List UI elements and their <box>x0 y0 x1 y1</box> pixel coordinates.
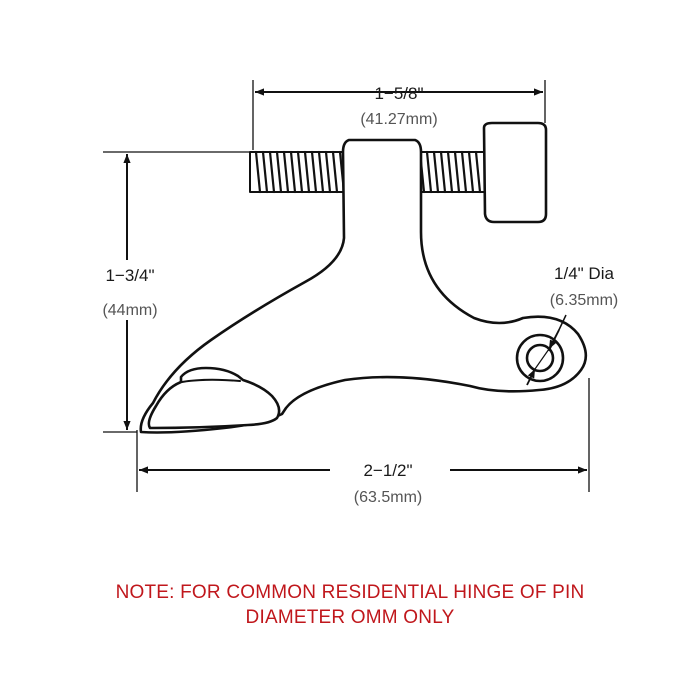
note-line-2: DIAMETER OMM ONLY <box>245 607 455 628</box>
height-label: 1−3/4" <box>105 266 154 285</box>
base-width-dimension: 2−1/2" (63.5mm) <box>136 378 590 506</box>
pin-diameter-arrow-top <box>548 329 560 350</box>
pin-diameter-dimension: 1/4" Dia (6.35mm) <box>550 264 618 309</box>
rubber-bumper <box>482 121 548 224</box>
rubber-foot-seam <box>181 378 241 383</box>
height-metric: (44mm) <box>102 302 157 319</box>
top-width-metric: (41.27mm) <box>360 111 437 128</box>
top-width-label: 1−5/8" <box>374 84 423 103</box>
base-width-label-background <box>330 455 450 481</box>
note-line-1: NOTE: FOR COMMON RESIDENTIAL HINGE OF PI… <box>115 582 585 603</box>
hinge-pin-stop-part <box>139 121 588 434</box>
pin-hole <box>525 343 555 373</box>
pin-diameter-leaders <box>526 314 567 386</box>
height-label-background <box>92 260 172 320</box>
height-dimension: 1−3/4" (44mm) <box>92 151 250 433</box>
pin-diameter-label: 1/4" Dia <box>554 264 614 283</box>
pin-diameter-arrow-bottom <box>526 368 536 386</box>
base-width-metric: (63.5mm) <box>354 489 422 506</box>
base-width-label: 2−1/2" <box>363 461 412 480</box>
pin-diameter-metric: (6.35mm) <box>550 292 618 309</box>
pin-diameter-center-line <box>534 348 550 370</box>
top-width-dimension: 1−5/8" (41.27mm) <box>252 80 546 150</box>
stop-body <box>139 138 588 434</box>
rubber-foot <box>147 366 281 430</box>
